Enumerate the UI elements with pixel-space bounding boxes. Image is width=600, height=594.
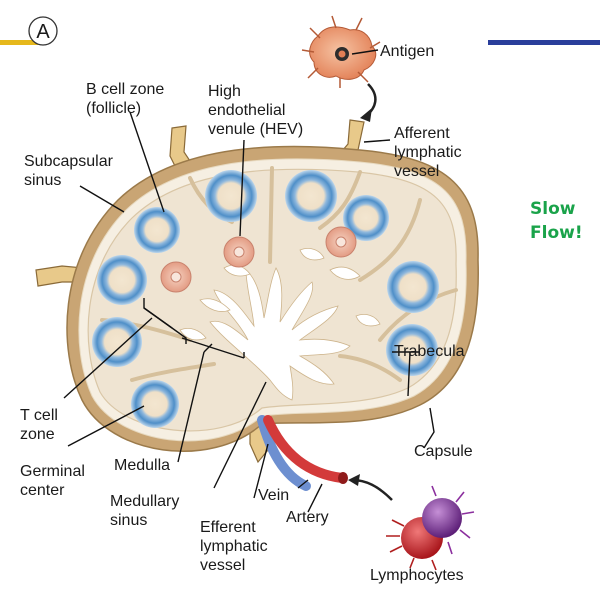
accent-bar-yellow <box>0 40 46 45</box>
b-cell-zone-label: B cell zone (follicle) <box>86 81 169 117</box>
artery-label: Artery <box>286 509 329 526</box>
antigen-label: Antigen <box>380 43 434 60</box>
antigen-cell <box>301 15 381 88</box>
subcapsular-sinus-label: Subcapsular sinus <box>24 153 117 189</box>
trabecula-label: Trabecula <box>394 343 465 360</box>
artery <box>263 415 347 483</box>
germinal-center-label: Germinal center <box>20 463 89 499</box>
panel-letter-circle <box>28 16 58 46</box>
side-note: Slow Flow! <box>530 199 583 243</box>
vein <box>257 415 311 491</box>
high-endothelial-venules <box>160 226 357 293</box>
leader-lines <box>63 49 435 513</box>
lymphocyte-arrow-head <box>348 474 360 486</box>
accent-bar-blue <box>488 40 600 45</box>
medullary-sinuses <box>179 248 381 401</box>
artery-end <box>338 472 348 484</box>
vein-label: Vein <box>258 487 289 504</box>
panel-letter: A <box>36 21 50 43</box>
hev-label: High endothelial venule (HEV) <box>208 83 303 138</box>
t-cell-zone-label: T cell zone <box>20 407 62 443</box>
medullary-sinus-label: Medullary sinus <box>110 493 184 529</box>
efferent-label: Efferent lymphatic vessel <box>200 519 272 574</box>
lymphocytes-cells <box>386 485 475 571</box>
follicles <box>92 170 439 428</box>
capsule-label: Capsule <box>414 443 473 460</box>
lymphocytes-label: Lymphocytes <box>370 567 464 584</box>
antigen-arrow-head <box>360 108 372 122</box>
afferent-label: Afferent lymphatic vessel <box>394 125 466 180</box>
medulla-label: Medulla <box>114 457 170 474</box>
